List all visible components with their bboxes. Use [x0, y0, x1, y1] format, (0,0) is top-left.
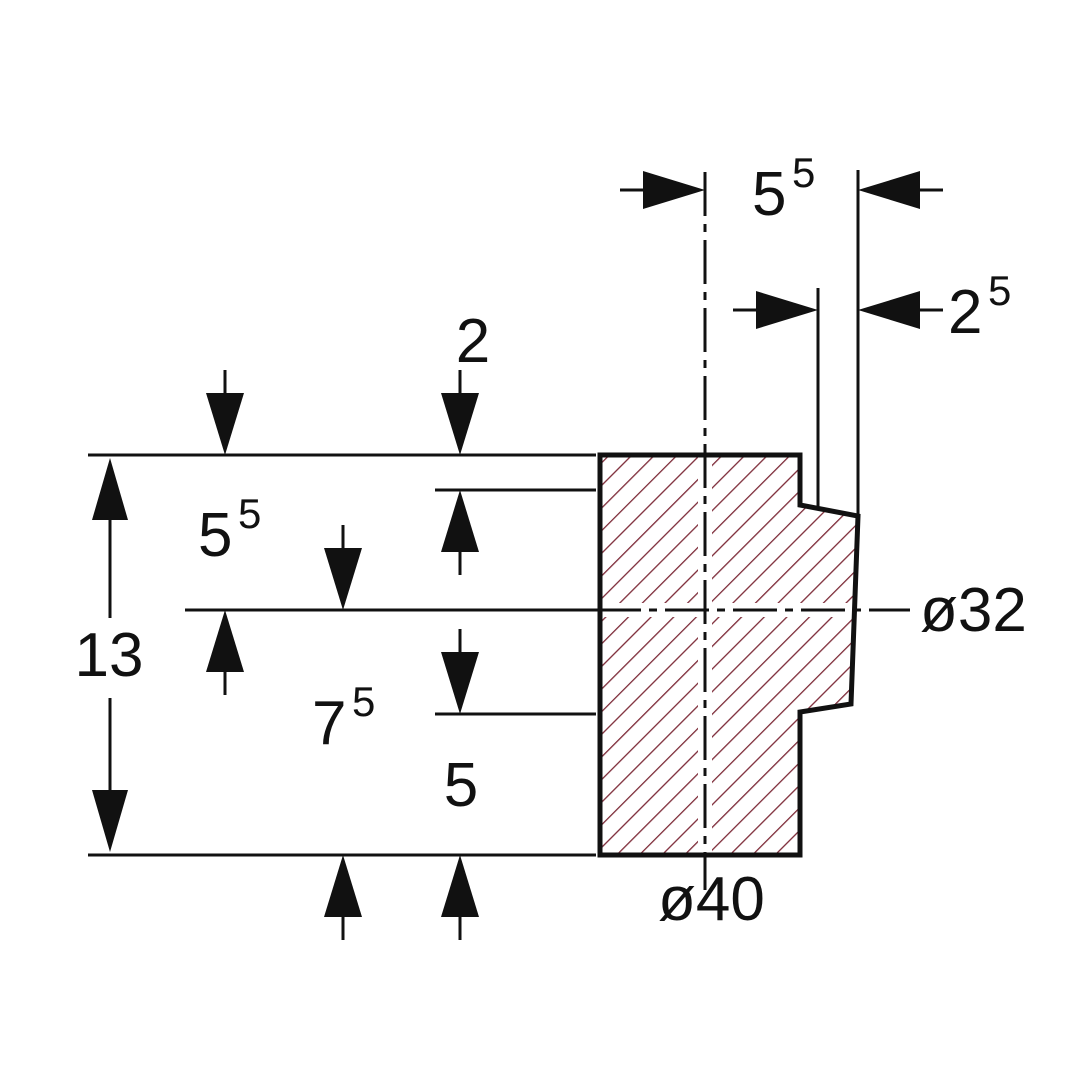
arrow-left-icon	[858, 291, 920, 329]
dimension-top-step: 2	[441, 307, 490, 575]
dimension-label: 5	[198, 501, 232, 570]
dimension-top-width: 5 5	[620, 149, 943, 229]
dimension-label-superscript: 5	[238, 490, 261, 537]
arrow-up-icon	[92, 458, 128, 520]
dimension-label-superscript: 5	[988, 267, 1011, 314]
arrow-down-icon	[92, 790, 128, 852]
dimension-label: 2	[456, 307, 490, 376]
dimension-total-height: 13	[75, 458, 144, 852]
extension-lines	[88, 170, 860, 857]
arrow-down-icon	[441, 393, 479, 455]
arrow-right-icon	[643, 171, 705, 209]
profile-hatch-fill	[600, 455, 858, 855]
dimension-lower-half: 7 5	[312, 525, 375, 940]
dimension-label-superscript: 5	[352, 678, 375, 725]
arrow-down-icon	[324, 548, 362, 610]
dimension-label: 7	[312, 689, 346, 758]
arrow-up-icon	[441, 490, 479, 552]
dimension-label: 2	[948, 278, 982, 347]
dimension-label: 5	[752, 160, 786, 229]
diameter-labels: ø32 ø40	[658, 576, 1027, 934]
dimension-label: 13	[75, 621, 144, 690]
dimension-upper-half: 5 5	[198, 370, 261, 695]
arrow-up-icon	[324, 855, 362, 917]
outer-diameter-label: ø40	[658, 865, 765, 934]
arrow-down-icon	[441, 652, 479, 714]
profile-section	[597, 448, 861, 862]
dimension-lip-thickness: 2 5	[733, 267, 1011, 347]
dimension-label: 5	[444, 751, 478, 820]
arrow-left-icon	[858, 171, 920, 209]
centerlines	[597, 172, 910, 890]
arrow-right-icon	[756, 291, 818, 329]
arrow-up-icon	[206, 610, 244, 672]
arrow-down-icon	[206, 393, 244, 455]
inner-diameter-label: ø32	[920, 576, 1027, 645]
dimension-bottom-step: 5	[441, 629, 479, 940]
profile-outline	[597, 452, 861, 858]
arrow-up-icon	[441, 855, 479, 917]
dimension-label-superscript: 5	[792, 149, 815, 196]
